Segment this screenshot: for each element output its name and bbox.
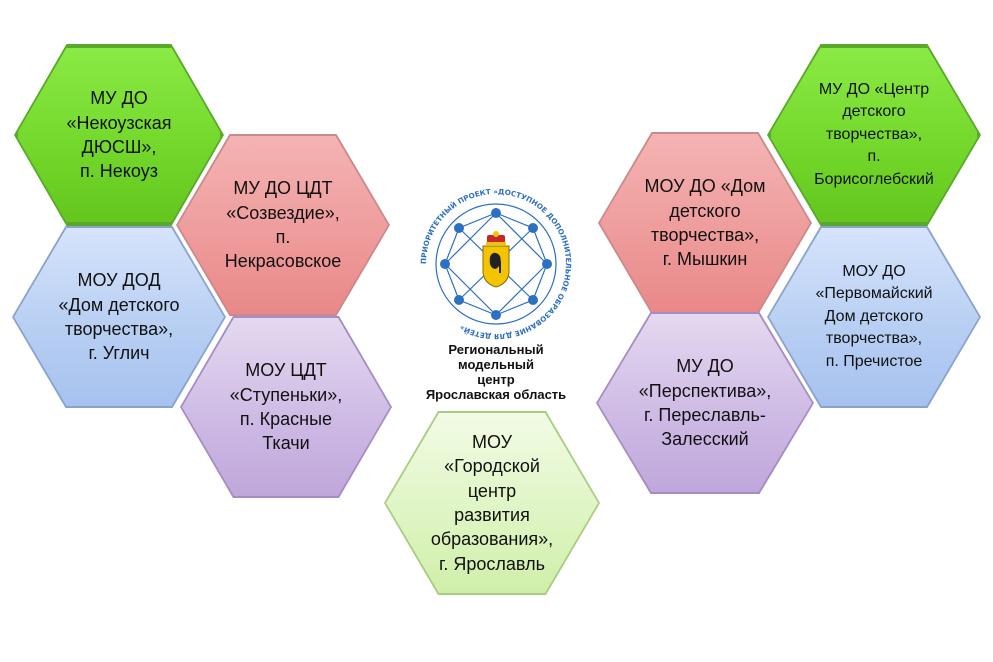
hex-myshkin: МОУ ДО «Дом детского творчества», г. Мыш… xyxy=(600,134,810,312)
hex-label: МУ ДО «Перспектива», г. Переславль- Зале… xyxy=(638,356,772,450)
hex-label: МУ ДО «Центр детского творчества», п. Бо… xyxy=(814,81,934,188)
hex-nekouz: МУ ДО «Некоузская ДЮСШ», п. Некоуз xyxy=(16,46,222,224)
crown-icon xyxy=(486,231,506,245)
hex-uglich: МОУ ДОД «Дом детского творчества», г. Уг… xyxy=(14,228,224,406)
coat-of-arms-icon xyxy=(482,245,510,288)
hex-stupenki: МОУ ЦДТ «Ступеньки», п. Красные Ткачи xyxy=(182,318,390,496)
hex-label: МОУ ДО «Первомайский Дом детского творче… xyxy=(815,263,933,370)
hex-pereslavl: МУ ДО «Перспектива», г. Переславль- Зале… xyxy=(598,314,812,492)
network-node-icons xyxy=(440,208,552,320)
caption-line: Ярославская область xyxy=(425,387,567,402)
hex-prechistoe: МОУ ДО «Первомайский Дом детского творче… xyxy=(769,228,979,406)
hex-label: МОУ «Городской центр развития образовани… xyxy=(430,432,554,574)
hex-label: МУ ДО «Некоузская ДЮСШ», п. Некоуз xyxy=(66,88,172,182)
hex-label: МОУ ДОД «Дом детского творчества», г. Уг… xyxy=(58,270,180,364)
hex-borisoglebsky: МУ ДО «Центр детского творчества», п. Бо… xyxy=(769,46,979,224)
hex-yaroslavl: МОУ «Городской центр развития образовани… xyxy=(386,413,598,593)
regional-center-caption: Региональный модельный центр Ярославская… xyxy=(395,342,597,402)
hex-label: МУ ДО ЦДТ «Созвездие», п. Некрасовское xyxy=(224,178,342,272)
caption-line: Региональный xyxy=(448,342,544,357)
caption-line: модельный xyxy=(458,357,534,372)
priority-project-logo: ПРИОРИТЕТНЫЙ ПРОЕКТ «ДОСТУПНОЕ ДОПОЛНИТЕ… xyxy=(419,187,573,341)
hex-label: МОУ ДО «Дом детского творчества», г. Мыш… xyxy=(644,176,766,270)
hex-sozvezdie: МУ ДО ЦДТ «Созвездие», п. Некрасовское xyxy=(178,136,388,314)
caption-line: центр xyxy=(477,372,515,387)
hex-label: МОУ ЦДТ «Ступеньки», п. Красные Ткачи xyxy=(229,360,343,454)
